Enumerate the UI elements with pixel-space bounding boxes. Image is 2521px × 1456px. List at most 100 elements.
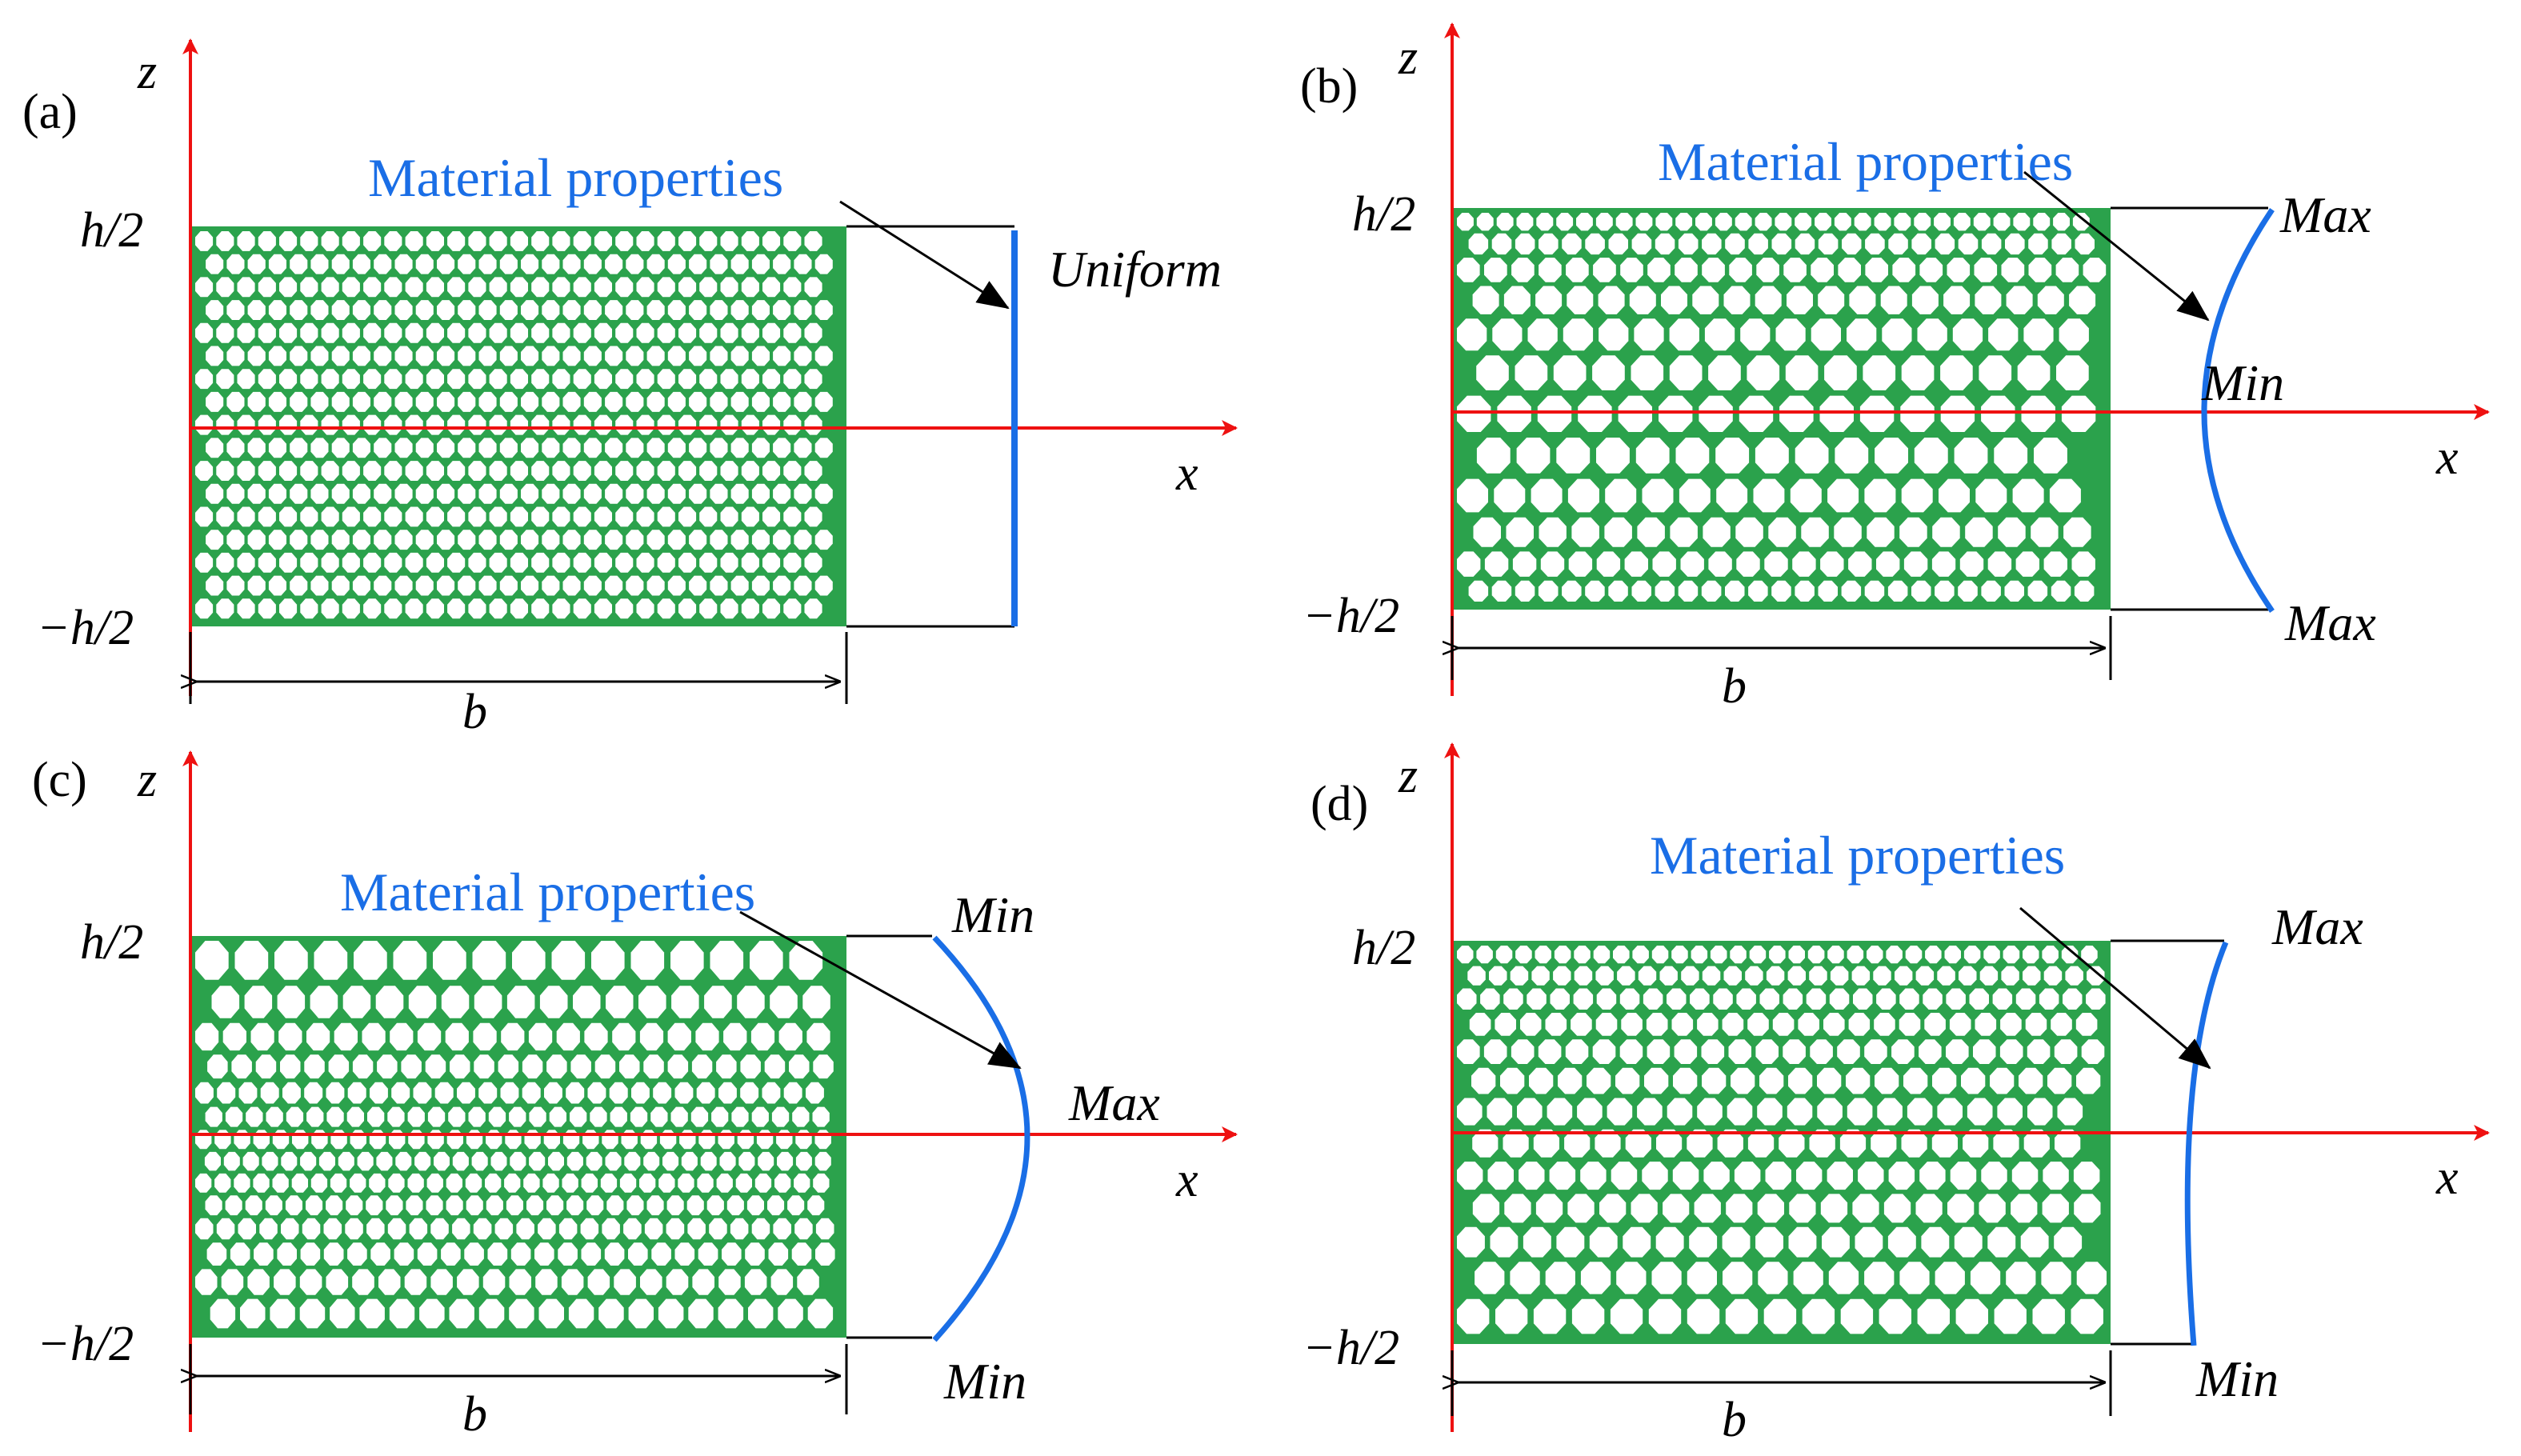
pore [1457,551,1481,577]
pore [667,300,686,320]
pore [394,1242,414,1266]
pore [746,1195,764,1216]
pore [2028,233,2048,255]
pore [552,414,570,435]
pore [234,941,269,980]
pore [407,1173,424,1193]
pore [268,575,286,596]
pore [1670,517,1698,547]
pore [1715,213,1732,231]
pore [300,1151,317,1171]
pore [468,506,486,527]
pore [240,1298,266,1329]
pore [1842,233,1862,255]
pore [334,1022,358,1051]
pore [415,391,434,412]
pore [1907,1098,1933,1126]
pore [783,369,802,390]
pore [762,598,781,619]
pore [1981,1162,2007,1190]
pore [1915,966,1935,986]
pore [1631,355,1664,390]
pore [1484,551,1509,577]
pore [1757,1194,1784,1223]
pore [486,1130,502,1150]
pore [794,1218,813,1240]
pore [1475,1262,1505,1294]
panel-a: (a) z x h/2 −h/2 b Material properties U… [22,38,1238,739]
pore [670,941,704,980]
pore [521,575,539,596]
panel-b-tag: (b) [1300,59,1358,114]
pore [1675,213,1693,231]
panel-c-z-label: z [137,753,157,807]
panel-b-max-top-label: Max [2279,186,2371,243]
pore [573,598,591,619]
pore [1790,478,1822,513]
pore [394,438,413,458]
pore [1596,988,1617,1010]
pore [1736,551,1760,577]
pore [1970,1262,2001,1294]
pore [1811,258,1834,282]
pore [1520,1013,1542,1036]
pore [741,598,759,619]
pore [274,941,308,980]
pore [1792,551,1816,577]
pore [1755,286,1782,314]
pore [405,231,423,251]
pore [1901,355,1935,390]
pore [716,1173,733,1193]
pore [487,1242,508,1266]
pore [1939,478,1970,513]
pore [216,1218,235,1240]
pore [1617,966,1635,986]
pore [2027,1098,2053,1126]
pore [552,598,570,619]
pore [290,254,308,274]
pore [1553,966,1571,986]
pore [437,254,455,274]
pore [562,300,581,320]
pore [226,530,245,550]
pore [531,461,550,481]
pore [1883,1194,1911,1223]
pore [2027,1039,2051,1064]
pore [330,1298,355,1329]
pore [1598,286,1625,314]
pore [1476,355,1509,390]
pore [1979,1194,2006,1223]
pore [1515,580,1535,602]
pore [1887,580,1908,602]
pore [521,391,539,412]
pore [1496,213,1514,231]
pore [310,986,338,1018]
pore [1646,1013,1668,1036]
pore [211,986,240,1018]
pore [1512,551,1537,577]
pore [1595,1013,1618,1036]
pore [2072,213,2090,231]
pore [751,438,770,458]
pore [195,598,214,619]
pore [583,438,602,458]
pore [624,1151,641,1171]
pore [323,1242,344,1266]
pore [710,575,728,596]
pore [758,1151,774,1171]
pore [2086,988,2106,1010]
pore [1667,1098,1693,1126]
pore [2027,580,2048,602]
pore [342,552,360,573]
pore [531,277,550,298]
pore [1554,946,1571,964]
pore [1798,1013,1819,1036]
pore [552,322,570,343]
pore [1727,1098,1753,1126]
pore [794,254,812,274]
pore [300,1242,321,1266]
pore [447,277,466,298]
pore [1690,988,1710,1010]
pore [1596,551,1621,577]
pore [615,369,634,390]
